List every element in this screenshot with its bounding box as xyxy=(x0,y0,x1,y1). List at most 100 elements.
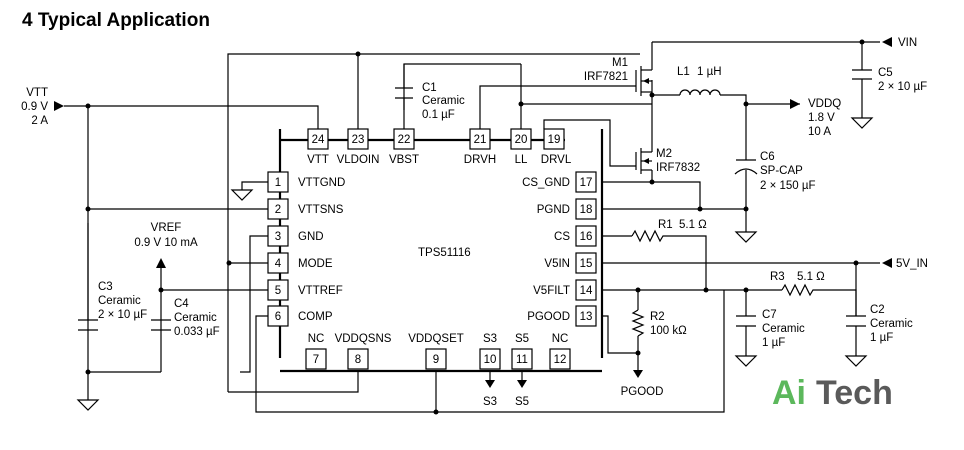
pin-name: MODE xyxy=(298,258,333,270)
c6-value: 2 × 150 µF xyxy=(760,180,816,192)
c3-type: Ceramic xyxy=(98,295,141,307)
pin-name: NC xyxy=(552,333,569,345)
c6-type: SP-CAP xyxy=(760,165,803,177)
m1-part: IRF7821 xyxy=(584,71,628,83)
pin-name: VDDQSNS xyxy=(335,333,392,345)
capacitor-c5-symbol xyxy=(852,69,872,92)
vref-name: VREF xyxy=(151,222,182,234)
m1-ref: M1 xyxy=(612,57,628,69)
aitech-logo: Ai Tech xyxy=(772,374,893,412)
s3-label: S3 xyxy=(483,396,497,408)
c7-type: Ceramic xyxy=(762,323,805,335)
pin-num: 7 xyxy=(313,354,319,366)
pin-num: 5 xyxy=(275,285,281,297)
capacitor-c3-symbol xyxy=(78,319,98,331)
pin-num: 10 xyxy=(484,354,497,366)
pin-name: VTTREF xyxy=(298,285,343,297)
s3-arrow-icon xyxy=(485,380,495,388)
pin-num: 15 xyxy=(580,258,593,270)
pin-name: DRVH xyxy=(464,154,496,166)
vddq-current: 10 A xyxy=(808,126,831,138)
pin-name: PGND xyxy=(537,204,570,216)
inductor-l1-symbol xyxy=(679,89,721,96)
mosfet-m2-symbol xyxy=(635,135,653,174)
ground-icon xyxy=(76,399,100,411)
ground-icon xyxy=(844,355,868,367)
pin-name: PGOOD xyxy=(527,311,570,323)
c1-type: Ceramic xyxy=(422,95,465,107)
pin-num: 22 xyxy=(398,134,411,146)
pin-num: 2 xyxy=(275,204,281,216)
ground-icon xyxy=(230,189,254,201)
pin-name: V5IN xyxy=(544,258,570,270)
pin-name: VTTGND xyxy=(298,177,345,189)
vtt-current: 2 A xyxy=(31,115,48,127)
c4-value: 0.033 µF xyxy=(174,326,220,338)
capacitor-c6-symbol xyxy=(734,159,758,180)
pin-num: 1 xyxy=(275,177,281,189)
c7-value: 1 µF xyxy=(762,337,785,349)
pin-num: 8 xyxy=(355,354,361,366)
pin-name: S3 xyxy=(483,333,497,345)
pin-num: 11 xyxy=(516,354,528,366)
vref-spec: 0.9 V 10 mA xyxy=(134,237,198,249)
vin-arrow-icon xyxy=(882,37,892,47)
ic-part-name: TPS51116 xyxy=(418,247,471,259)
c3-ref: C3 xyxy=(98,281,113,293)
pin-num: 4 xyxy=(275,258,282,270)
c5-value: 2 × 10 µF xyxy=(878,81,927,93)
pin-name: LL xyxy=(515,154,528,166)
m2-ref: M2 xyxy=(656,148,672,160)
junction-dots xyxy=(85,39,865,415)
pin-name: CS xyxy=(554,231,570,243)
pin-name: VBST xyxy=(389,154,419,166)
pin-num: 20 xyxy=(515,134,528,146)
s5-arrow-icon xyxy=(517,380,527,388)
capacitor-c1-symbol xyxy=(395,87,413,99)
c3-value: 2 × 10 µF xyxy=(98,309,147,321)
pin-num: 19 xyxy=(548,134,561,146)
vref-arrow-icon xyxy=(156,258,166,268)
c7-ref: C7 xyxy=(762,309,777,321)
pin-num: 3 xyxy=(275,231,281,243)
vtt-name: VTT xyxy=(26,87,48,99)
pin-name: COMP xyxy=(298,311,333,323)
pin-name: DRVL xyxy=(541,154,572,166)
r2-ref: R2 xyxy=(650,311,665,323)
pin-num: 6 xyxy=(275,311,281,323)
m2-part: IRF7832 xyxy=(656,162,700,174)
pin-name: VTTSNS xyxy=(298,204,344,216)
pin-num: 13 xyxy=(580,311,593,323)
s5-label: S5 xyxy=(515,396,529,408)
v5in-arrow-icon xyxy=(882,258,892,268)
pin-name: VTT xyxy=(307,154,329,166)
resistor-r2-symbol xyxy=(631,309,645,337)
pin-name: VDDQSET xyxy=(408,333,464,345)
c1-value: 0.1 µF xyxy=(422,109,455,121)
logo-part-ai: Ai xyxy=(772,374,806,412)
capacitor-c2-symbol xyxy=(846,280,866,327)
resistor-r1-symbol xyxy=(631,229,666,243)
pin-num: 14 xyxy=(580,285,593,297)
ground-icon xyxy=(734,231,758,243)
c2-type: Ceramic xyxy=(870,318,913,330)
wires xyxy=(64,41,880,413)
r1-value: 5.1 Ω xyxy=(679,219,707,231)
pin-name: GND xyxy=(298,231,324,243)
l1-value: 1 µH xyxy=(697,66,722,78)
l1-ref: L1 xyxy=(677,66,690,78)
vddq-voltage: 1.8 V xyxy=(808,112,835,124)
pin-num: 9 xyxy=(433,354,439,366)
c4-ref: C4 xyxy=(174,298,189,310)
pin-num: 18 xyxy=(580,204,593,216)
pin-name: VLDOIN xyxy=(337,154,380,166)
ground-icon xyxy=(850,117,874,129)
pin-num: 16 xyxy=(580,231,593,243)
c4-type: Ceramic xyxy=(174,312,217,324)
page-title: 4 Typical Application xyxy=(22,10,210,31)
mosfet-m1-symbol xyxy=(635,60,653,96)
logo-part-tech: Tech xyxy=(816,374,893,412)
v5in-label: 5V_IN xyxy=(896,258,928,270)
capacitor-c7-symbol xyxy=(736,315,756,327)
